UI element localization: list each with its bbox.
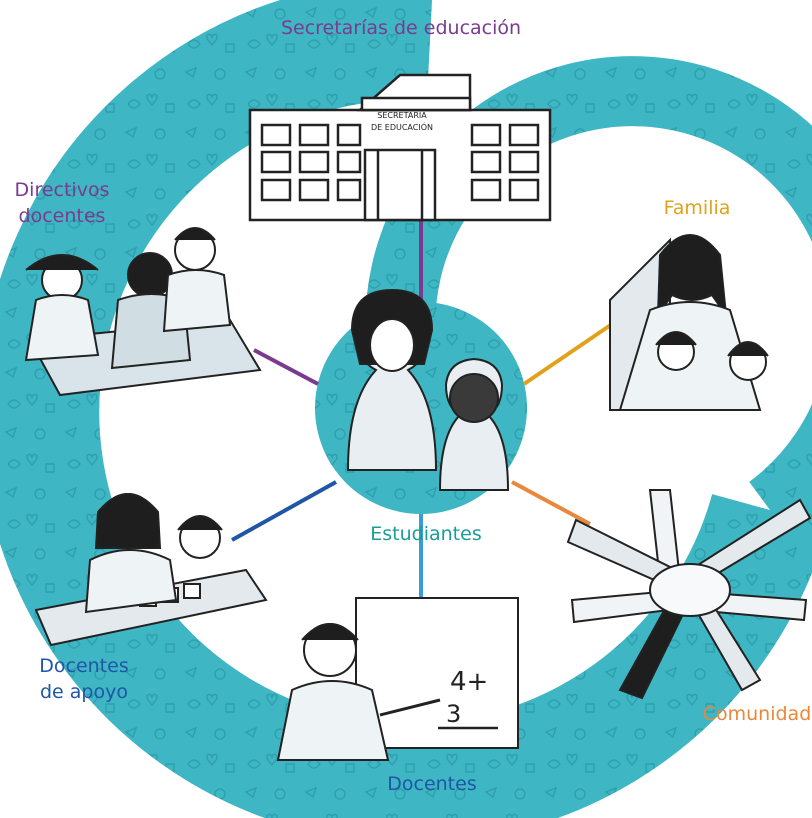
connector-lines bbox=[231, 218, 620, 610]
support-teacher-illustration bbox=[34, 493, 268, 647]
school-building-illustration: SECRETARÍA DE EDUCACIÓN bbox=[248, 73, 552, 222]
teacher-whiteboard-illustration: 4+ 3 bbox=[276, 597, 519, 761]
connector-top-left bbox=[253, 348, 319, 386]
label-docentes-apoyo-line1: Docentes bbox=[39, 655, 128, 677]
label-comunidad: Comunidad bbox=[703, 703, 812, 725]
building-sign-line1: SECRETARÍA bbox=[377, 109, 427, 120]
label-familia: Familia bbox=[664, 197, 731, 219]
label-secretarias: Secretarías de educación bbox=[281, 17, 521, 39]
label-estudiantes: Estudiantes bbox=[370, 523, 481, 545]
stacked-hands-illustration bbox=[566, 489, 812, 700]
board-text-bottom: 3 bbox=[446, 700, 461, 728]
label-docentes-apoyo-line2: de apoyo bbox=[40, 681, 128, 703]
label-directivos-line2: docentes bbox=[19, 205, 106, 227]
connector-bottom-right bbox=[511, 480, 591, 526]
building-sign-line2: DE EDUCACIÓN bbox=[371, 121, 433, 132]
label-directivos-line1: Directivos bbox=[15, 179, 110, 201]
principals-meeting-illustration bbox=[24, 227, 262, 397]
board-text-top: 4+ bbox=[450, 667, 488, 697]
connector-right bbox=[522, 318, 620, 386]
label-docentes: Docentes bbox=[387, 773, 476, 795]
connector-bottom-left bbox=[231, 480, 337, 542]
family-house-illustration bbox=[609, 234, 769, 411]
students-illustration bbox=[346, 288, 510, 491]
